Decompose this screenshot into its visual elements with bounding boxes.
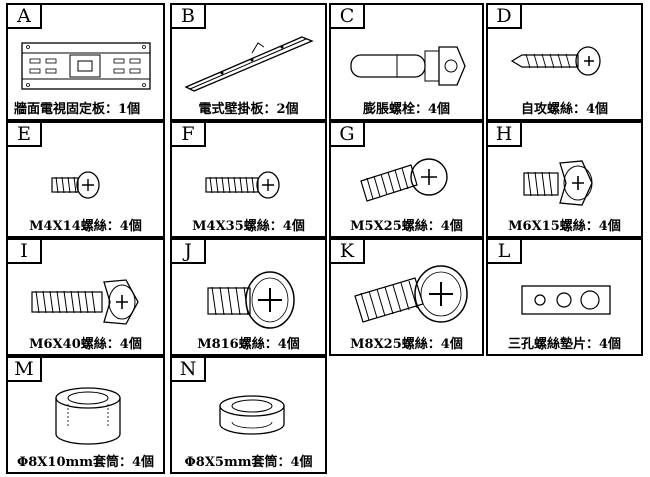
part-letter: K [331, 240, 365, 264]
part-letter: I [8, 240, 42, 264]
m6x40-screw-icon [31, 279, 139, 325]
part-caption: Φ8X10mm套筒：4個 [16, 455, 155, 470]
part-letter: H [488, 123, 522, 147]
m6x15-screw-icon [523, 160, 593, 206]
part-letter: J [172, 240, 206, 264]
part-cell-n: N Φ8X5mm套筒：4個 [170, 356, 327, 474]
part-cell-l: L 三孔螺絲墊片：4個 [486, 238, 643, 356]
part-letter: M [8, 358, 42, 382]
part-caption: M5X25螺絲：4個 [350, 219, 463, 234]
part-cell-a: A 牆面電視固定板：1個 [6, 3, 165, 121]
part-caption: 三孔螺絲墊片：4個 [507, 337, 622, 352]
sleeve-5mm-icon [219, 395, 285, 435]
part-letter: N [172, 358, 206, 382]
wall-plate-icon [21, 42, 151, 90]
part-cell-f: F M4X35螺絲：4個 [170, 121, 327, 238]
part-cell-m: M Φ8X10mm套筒：4個 [6, 356, 165, 474]
part-letter: E [8, 123, 42, 147]
part-letter: A [8, 5, 42, 29]
part-letter: D [488, 5, 522, 29]
part-cell-h: H M6X15螺絲：4個 [486, 121, 643, 238]
m4x14-screw-icon [51, 171, 100, 199]
part-caption: 膨脹螺栓：4個 [362, 102, 451, 117]
part-cell-i: I M6X40螺絲：4個 [6, 238, 165, 356]
part-caption: M4X14螺絲：4個 [29, 219, 142, 234]
wall-bracket-icon [184, 36, 314, 92]
part-caption: 自攻螺絲：4個 [520, 102, 609, 117]
part-caption: 牆面電視固定板：1個 [14, 102, 141, 117]
part-cell-k: K M8X25螺絲：4個 [329, 238, 484, 356]
part-caption: M6X40螺絲：4個 [29, 337, 142, 352]
part-letter: L [488, 240, 522, 264]
part-letter: F [172, 123, 206, 147]
part-caption: Φ8X5mm套筒：4個 [184, 455, 313, 470]
m816-screw-icon [207, 271, 295, 329]
m4x35-screw-icon [205, 171, 280, 199]
three-hole-washer-icon [521, 285, 611, 315]
part-caption: M6X15螺絲：4個 [508, 219, 621, 234]
part-letter: C [331, 5, 365, 29]
part-caption: 電式壁掛板：2個 [198, 102, 299, 117]
part-cell-c: C 膨脹螺栓：4個 [329, 3, 484, 121]
m8x25-screw-icon [354, 265, 468, 323]
part-cell-e: E M4X14螺絲：4個 [6, 121, 165, 238]
part-caption: M8X25螺絲：4個 [350, 337, 463, 352]
part-caption: M4X35螺絲：4個 [192, 219, 305, 234]
self-tapping-screw-icon [510, 46, 601, 76]
part-cell-b: B 電式壁掛板：2個 [170, 3, 327, 121]
part-letter: B [172, 5, 206, 29]
part-cell-d: D 自攻螺絲：4個 [486, 3, 643, 121]
sleeve-10mm-icon [55, 387, 121, 445]
part-letter: G [331, 123, 365, 147]
part-cell-j: J M816螺絲：4個 [170, 238, 327, 356]
part-caption: M816螺絲：4個 [197, 337, 300, 352]
part-cell-g: G M5X25螺絲：4個 [329, 121, 484, 238]
expansion-bolt-icon [350, 46, 466, 86]
m5x25-screw-icon [360, 158, 448, 202]
